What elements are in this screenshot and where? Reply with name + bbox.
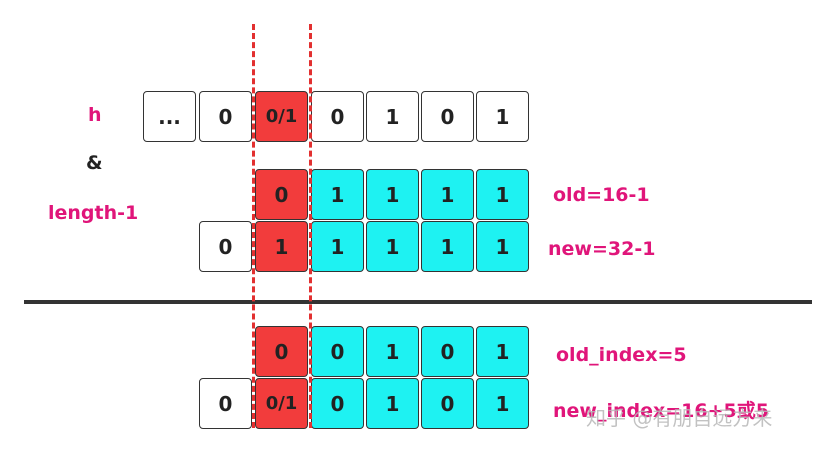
- cell-new-index-4: 0: [421, 378, 474, 429]
- cell-old-mask-1: 1: [311, 169, 364, 220]
- cell-old-mask-4: 1: [476, 169, 529, 220]
- label-old-index: old_index=5: [556, 344, 687, 366]
- cell-new-mask-0: 0: [199, 221, 252, 272]
- cell-old-mask-2: 1: [366, 169, 419, 220]
- cell-h-5: 0: [421, 91, 474, 142]
- cell-new-mask-1: 1: [255, 221, 308, 272]
- guide-line-left: [252, 24, 255, 428]
- cell-old-index-4: 1: [476, 326, 529, 377]
- guide-line-right: [309, 24, 312, 428]
- watermark-text: 知乎 @有朋自远方来: [586, 406, 773, 430]
- cell-new-index-2: 0: [311, 378, 364, 429]
- cell-new-mask-2: 1: [311, 221, 364, 272]
- label-length-minus-one: length-1: [48, 202, 139, 224]
- cell-h-4: 1: [366, 91, 419, 142]
- cell-old-mask-0: 0: [255, 169, 308, 220]
- label-and-operator: &: [86, 152, 103, 174]
- cell-new-mask-4: 1: [421, 221, 474, 272]
- cell-old-index-0: 0: [255, 326, 308, 377]
- cell-new-mask-5: 1: [476, 221, 529, 272]
- cell-old-index-3: 0: [421, 326, 474, 377]
- cell-h-1: 0: [199, 91, 252, 142]
- cell-new-index-3: 1: [366, 378, 419, 429]
- cell-old-index-1: 0: [311, 326, 364, 377]
- label-old-mask: old=16-1: [553, 184, 650, 206]
- cell-old-mask-3: 1: [421, 169, 474, 220]
- cell-h-2: 0/1: [255, 91, 308, 142]
- cell-new-index-1: 0/1: [255, 378, 308, 429]
- label-new-index: new_index=16+5或5: [553, 400, 769, 422]
- cell-h-ellipsis: ...: [143, 91, 196, 142]
- cell-new-mask-3: 1: [366, 221, 419, 272]
- cell-h-6: 1: [476, 91, 529, 142]
- label-h: h: [88, 104, 102, 126]
- section-divider: [24, 300, 812, 304]
- cell-new-index-5: 1: [476, 378, 529, 429]
- cell-new-index-0: 0: [199, 378, 252, 429]
- cell-h-3: 0: [311, 91, 364, 142]
- label-new-mask: new=32-1: [548, 238, 656, 260]
- cell-old-index-2: 1: [366, 326, 419, 377]
